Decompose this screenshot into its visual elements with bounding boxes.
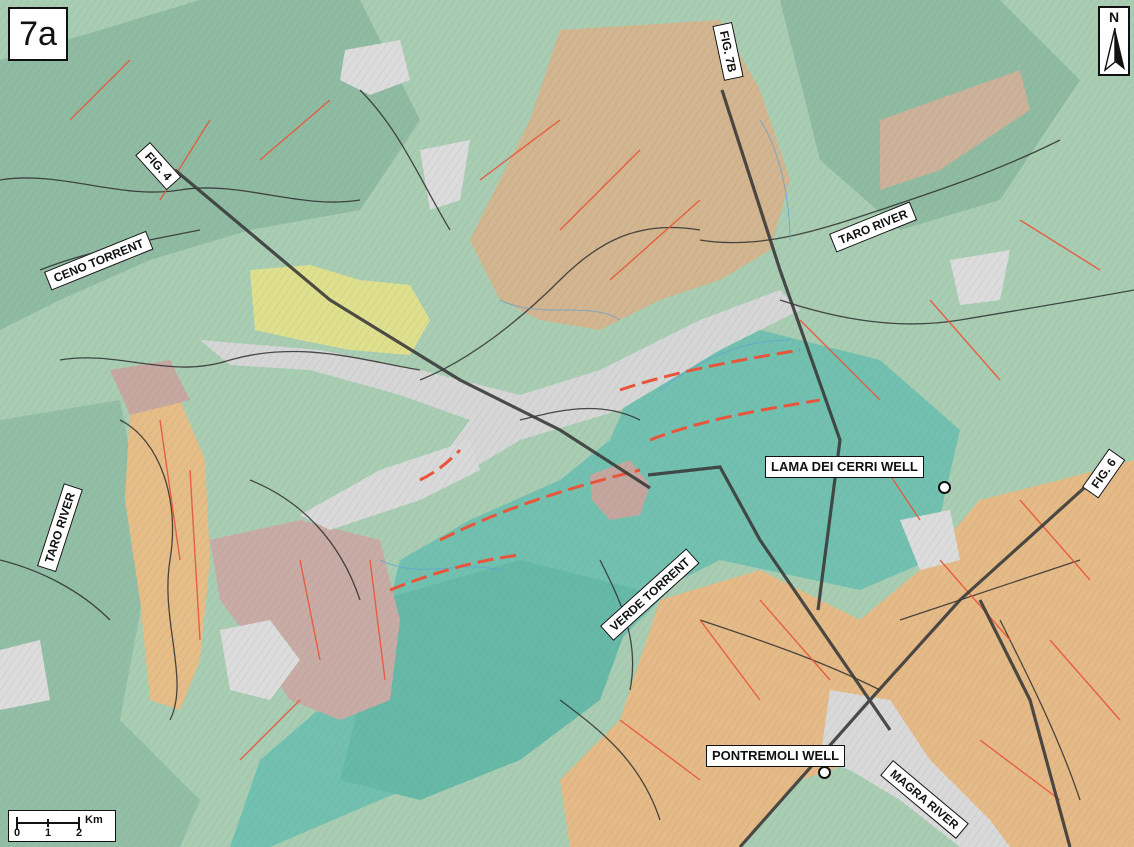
panel-label: 7a [8, 7, 68, 61]
north-letter: N [1108, 9, 1120, 25]
well-marker-lama-dei-cerri [938, 481, 951, 494]
scale-unit: Km [85, 814, 103, 826]
scale-tick-2: 2 [76, 827, 83, 839]
trace-fig4-bend [647, 465, 892, 731]
scale-bar-graphic [16, 817, 80, 829]
trace-fig4 [173, 168, 651, 490]
trace-magra [978, 599, 1072, 847]
well-marker-pontremoli [818, 766, 831, 779]
north-arrow: N [1098, 6, 1130, 76]
geologic-contacts [0, 89, 1134, 821]
trace-fig7b [720, 89, 842, 611]
thrust-faults-dashed [389, 348, 821, 592]
well-label-pontremoli: PONTREMOLI WELL [706, 745, 846, 767]
north-arrow-icon [1104, 28, 1125, 72]
cross-section-traces [173, 89, 1117, 847]
scale-tick-0: 0 [14, 827, 21, 839]
scale-bar: 0 1 2 Km [8, 810, 116, 842]
trace-fig6 [738, 458, 1117, 847]
faults [69, 59, 1121, 801]
scale-tick-1: 1 [45, 827, 52, 839]
well-label-lama-dei-cerri: LAMA DEI CERRI WELL [765, 456, 924, 478]
streams [379, 119, 791, 571]
